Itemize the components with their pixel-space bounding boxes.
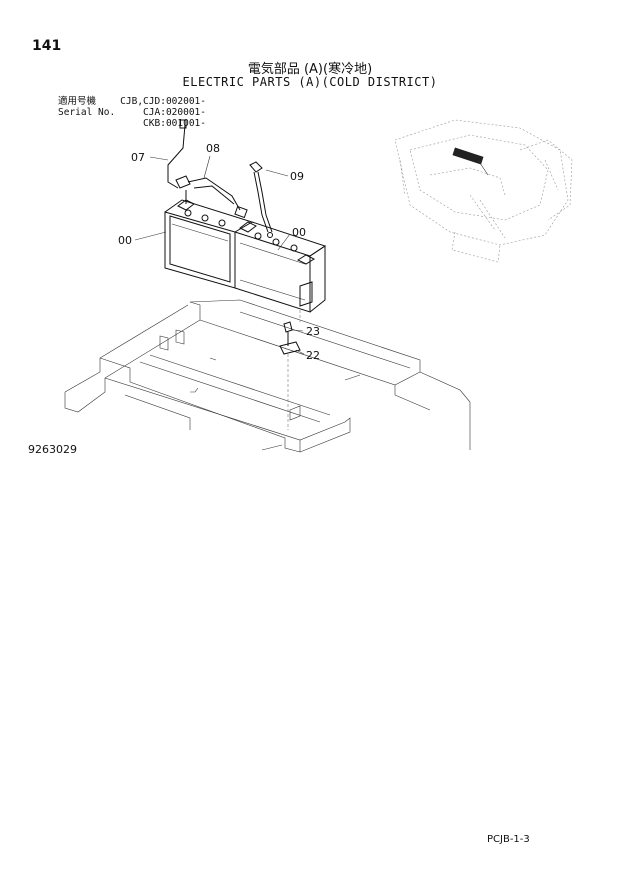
leader-lines <box>134 155 305 355</box>
callout-00-left: 00 <box>118 234 132 247</box>
serial-range: 020001- <box>165 107 206 118</box>
serial-label-japanese: 適用号機 <box>58 96 97 107</box>
serial-model: CJA <box>143 107 161 118</box>
serial-model: CJB,CJD <box>120 96 161 107</box>
battery-pair <box>164 199 327 313</box>
machine-location-reference <box>394 119 573 263</box>
serial-model: CKB <box>143 118 161 129</box>
page-number: 141 <box>32 38 62 54</box>
serial-label-english: Serial No. <box>58 107 116 118</box>
callout-08: 08 <box>206 142 220 155</box>
page-title-english: ELECTRIC PARTS (A)(COLD DISTRICT) <box>182 75 438 89</box>
callout-22: 22 <box>306 349 320 362</box>
callout-07: 07 <box>131 151 145 164</box>
callout-23: 23 <box>306 325 320 338</box>
serial-row-1: CJB,CJD:002001- <box>120 96 206 107</box>
footer-code: PCJB-1-3 <box>487 834 530 845</box>
callout-09: 09 <box>290 170 304 183</box>
callout-00-right: 00 <box>292 226 306 239</box>
serial-range: 002001- <box>165 96 206 107</box>
serial-row-2: CJA:020001- <box>143 107 206 118</box>
battery-mount-frame <box>64 299 471 453</box>
page-title-japanese: 電気部品 (A)(寒冷地) <box>247 62 373 77</box>
battery-cables <box>167 119 273 238</box>
diagram-id: 9263029 <box>28 443 77 456</box>
